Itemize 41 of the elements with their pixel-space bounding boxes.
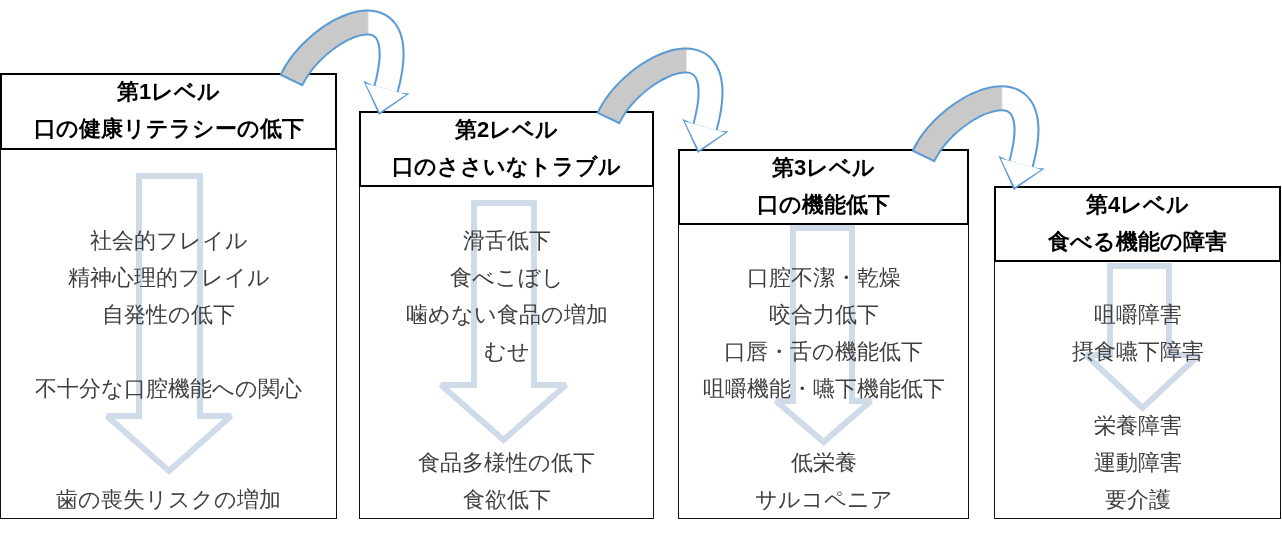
item-text: 食べこぼし bbox=[449, 264, 564, 292]
level-label: 第2レベル bbox=[454, 116, 559, 144]
content-box bbox=[678, 224, 969, 519]
item-text: 食欲低下 bbox=[462, 486, 551, 514]
item-text: 不十分な口腔機能への関心 bbox=[35, 375, 302, 403]
item-text: 低栄養 bbox=[790, 449, 857, 477]
item-text: 栄養障害 bbox=[1093, 412, 1182, 440]
item-text: 咀嚼障害 bbox=[1093, 301, 1182, 329]
item-text: サルコペニア bbox=[754, 486, 893, 514]
item-text: 食品多様性の低下 bbox=[418, 449, 595, 477]
item-text: 摂食嚥下障害 bbox=[1071, 338, 1204, 366]
item-text: 噛めない食品の増加 bbox=[405, 301, 608, 329]
content-box bbox=[994, 261, 1281, 519]
header-box bbox=[994, 186, 1281, 262]
curved-arrow bbox=[279, 9, 410, 115]
level-label: 第3レベル bbox=[771, 154, 876, 182]
header-title: 口の機能低下 bbox=[757, 191, 890, 219]
level-label: 第4レベル bbox=[1085, 191, 1190, 219]
item-text: 要介護 bbox=[1104, 486, 1171, 514]
item-text: むせ bbox=[483, 338, 530, 366]
header-box bbox=[678, 149, 969, 225]
header-title: 食べる機能の障害 bbox=[1048, 228, 1227, 256]
curved-arrow bbox=[911, 85, 1045, 190]
header-box bbox=[359, 111, 654, 187]
item-text: 歯の喪失リスクの増加 bbox=[56, 486, 281, 514]
header-box bbox=[0, 73, 337, 150]
header-title: 口のささいなトラブル bbox=[392, 153, 621, 181]
item-text: 咬合力低下 bbox=[768, 301, 879, 329]
item-text: 口腔不潔・乾燥 bbox=[746, 264, 901, 292]
item-text: 運動障害 bbox=[1093, 449, 1182, 477]
level-label: 第1レベル bbox=[116, 78, 221, 106]
item-text: 精神心理的フレイル bbox=[67, 264, 270, 292]
content-box bbox=[359, 186, 654, 519]
item-text: 口唇・舌の機能低下 bbox=[724, 338, 923, 366]
curved-arrow bbox=[596, 47, 729, 153]
item-text: 社会的フレイル bbox=[89, 227, 248, 255]
item-text: 自発性の低下 bbox=[102, 301, 235, 329]
item-text: 咀嚼機能・嚥下機能低下 bbox=[702, 375, 945, 403]
item-text: 滑舌低下 bbox=[462, 227, 551, 255]
header-title: 口の健康リテラシーの低下 bbox=[33, 115, 304, 143]
content-box bbox=[0, 149, 337, 519]
